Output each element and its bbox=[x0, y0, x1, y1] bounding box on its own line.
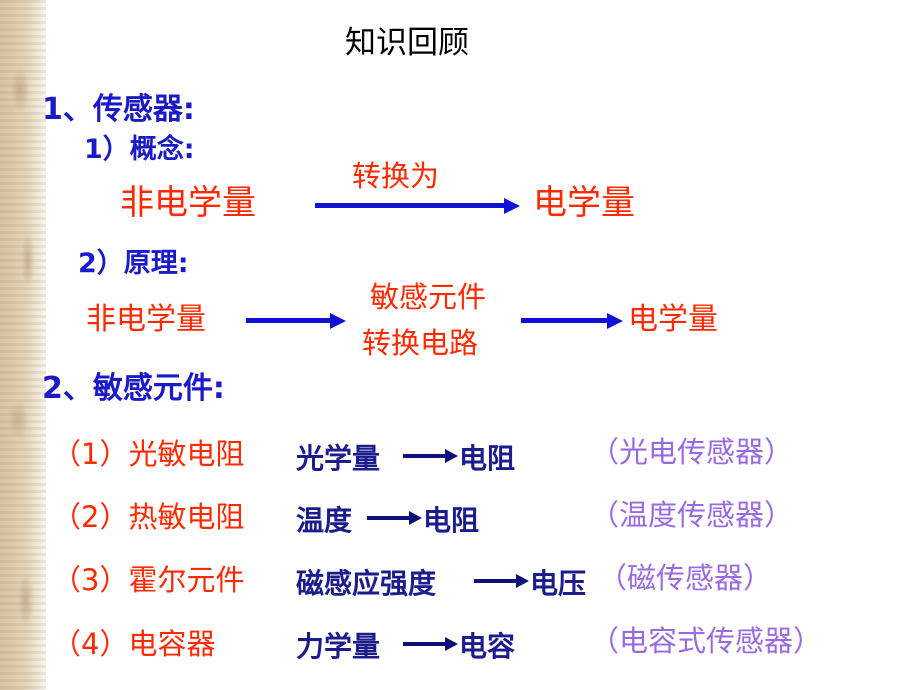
section-1-heading: 1、传感器: bbox=[42, 92, 195, 127]
conversion-to-1: 电阻 bbox=[459, 442, 516, 475]
sensor-type-3: （磁传感器） bbox=[598, 561, 773, 595]
conversion-arrow-1 bbox=[403, 448, 458, 464]
concept-from: 非电学量 bbox=[120, 183, 256, 223]
conversion-arrow-4 bbox=[403, 636, 458, 652]
sensor-type-1: （光电传感器） bbox=[590, 435, 794, 469]
principle-conversion-circuit: 转换电路 bbox=[362, 326, 479, 360]
conversion-from-1: 光学量 bbox=[296, 442, 381, 475]
concept-to: 电学量 bbox=[533, 183, 635, 223]
sensor-type-4: （电容式传感器） bbox=[590, 624, 823, 658]
page-title: 知识回顾 bbox=[345, 25, 469, 61]
paper-texture-border bbox=[0, 0, 46, 690]
conversion-to-4: 电容 bbox=[459, 630, 516, 663]
conversion-from-3: 磁感应强度 bbox=[296, 567, 437, 600]
conversion-to-2: 电阻 bbox=[423, 504, 480, 537]
section-2-heading: 2、敏感元件: bbox=[42, 371, 225, 406]
element-name-2: （2）热敏电阻 bbox=[52, 500, 245, 534]
element-name-4: （4）电容器 bbox=[52, 627, 216, 661]
conversion-from-2: 温度 bbox=[296, 504, 353, 537]
principle-to: 电学量 bbox=[628, 302, 718, 337]
concept-arrow bbox=[315, 196, 520, 216]
principle-label: 2）原理: bbox=[78, 248, 189, 279]
concept-label: 1）概念: bbox=[84, 134, 195, 165]
principle-sensing-element: 敏感元件 bbox=[370, 280, 487, 314]
conversion-arrow-2 bbox=[367, 510, 422, 526]
conversion-arrow-3 bbox=[474, 573, 529, 589]
principle-from: 非电学量 bbox=[86, 302, 206, 337]
sensor-type-2: （温度传感器） bbox=[590, 498, 794, 532]
element-name-3: （3）霍尔元件 bbox=[52, 563, 245, 597]
principle-arrow-1 bbox=[246, 311, 346, 331]
concept-arrow-label: 转换为 bbox=[352, 159, 440, 193]
element-name-1: （1）光敏电阻 bbox=[52, 437, 245, 471]
conversion-to-3: 电压 bbox=[530, 567, 587, 600]
principle-arrow-2 bbox=[521, 311, 623, 331]
conversion-from-4: 力学量 bbox=[296, 630, 381, 663]
